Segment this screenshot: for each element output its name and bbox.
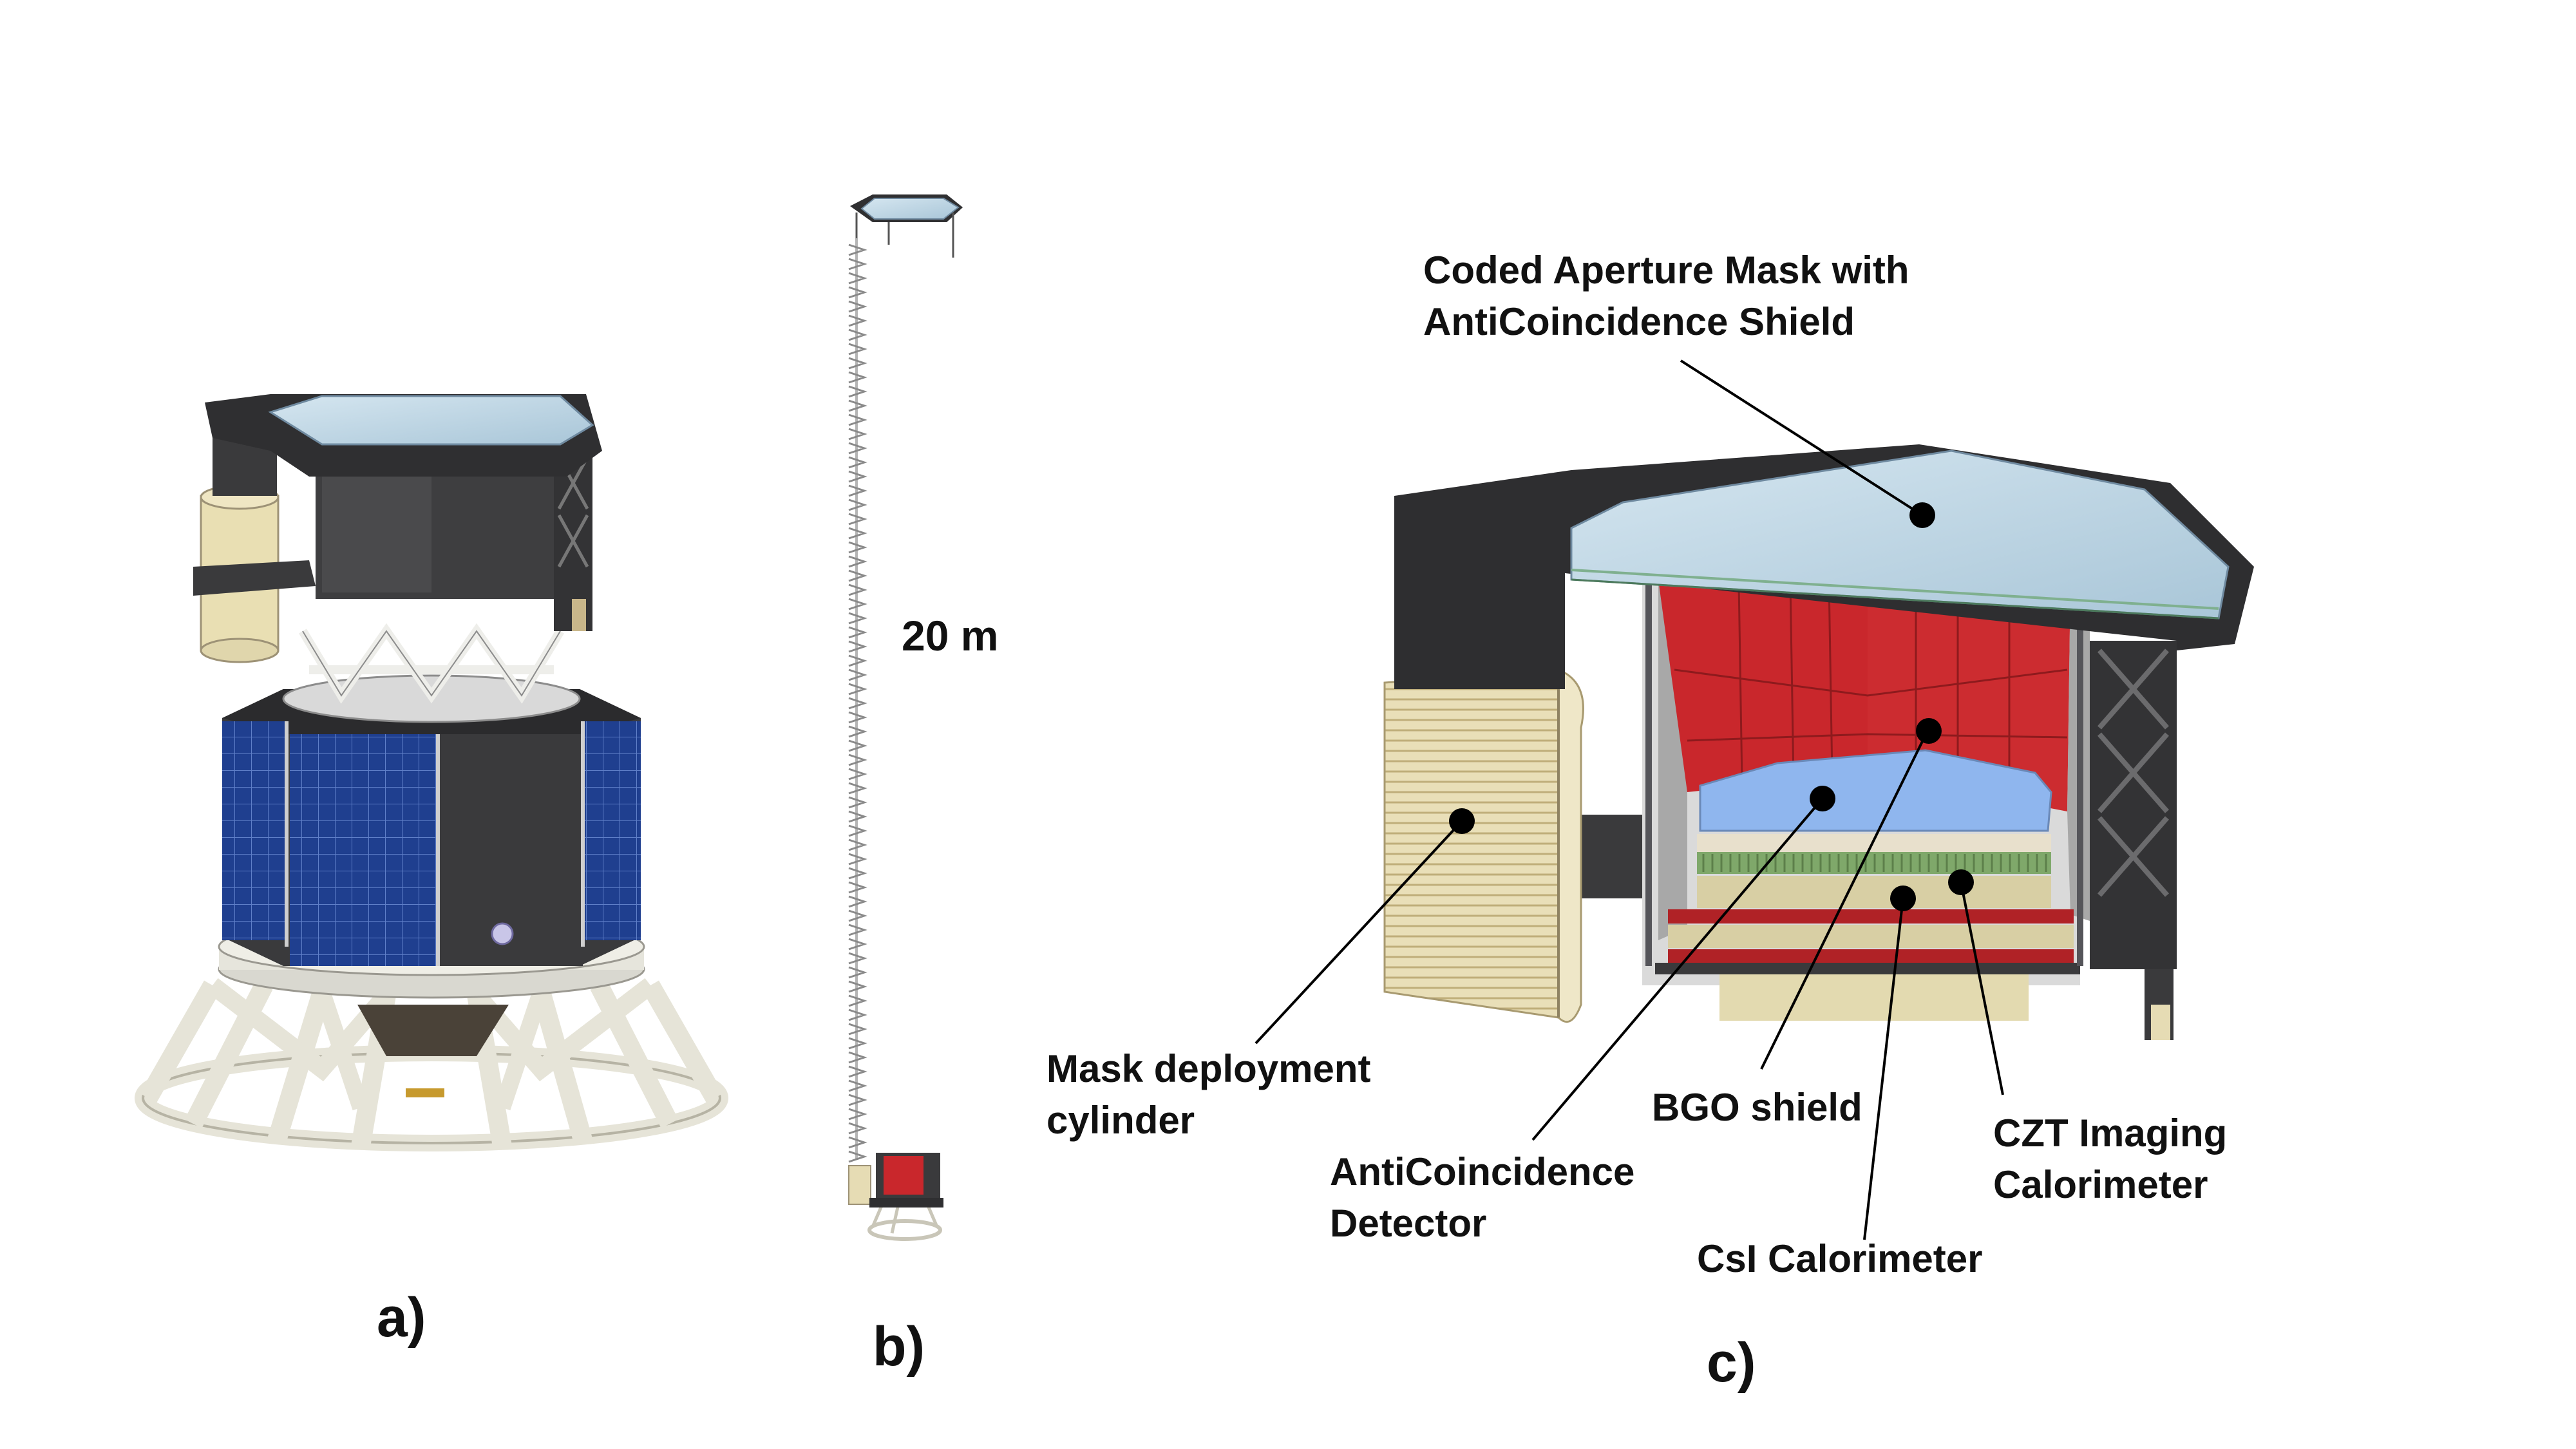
panel-b-deployed-configuration: 20 m b) <box>848 194 998 1378</box>
label-coded-mask-line1: Coded Aperture Mask with <box>1423 249 1909 292</box>
launch-adapter-truss <box>135 978 728 1151</box>
mask-deployment-cylinder-c <box>1383 668 1584 1023</box>
dot-czt <box>1948 869 1974 895</box>
dot-bgo <box>1916 718 1942 744</box>
deployed-mask <box>850 194 963 258</box>
coded-mask-plate-a <box>268 395 594 446</box>
boom-length-label: 20 m <box>902 612 998 659</box>
solar-panel-front <box>290 734 438 966</box>
dot-acd <box>1810 786 1835 811</box>
panel-b-label: b) <box>873 1316 925 1378</box>
panel-c-instrument-cutaway: Coded Aperture Mask with AntiCoincidence… <box>1046 249 2254 1394</box>
spacecraft-bus <box>222 689 641 966</box>
panel-a-label: a) <box>377 1287 426 1349</box>
csi-layer <box>1697 876 2051 908</box>
callout-leaders <box>1255 359 2004 1240</box>
coded-aperture-mask-assembly <box>1394 444 2254 689</box>
mask-support-structure <box>193 394 602 631</box>
label-coded-mask-line2: AntiCoincidence Shield <box>1423 300 1855 343</box>
detector-housing <box>1642 573 2090 1021</box>
label-mask-cylinder-line1: Mask deployment <box>1046 1047 1370 1090</box>
panel-c-label: c) <box>1707 1332 1756 1394</box>
dot-mask-cylinder <box>1449 808 1475 834</box>
label-czt-line1: CZT Imaging <box>1993 1112 2227 1155</box>
callout-dots <box>1449 502 1974 911</box>
acd-plate <box>1699 749 2052 832</box>
dot-coded-mask <box>1909 502 1935 528</box>
label-acd-line1: AntiCoincidence <box>1330 1150 1634 1193</box>
label-acd-line2: Detector <box>1330 1202 1486 1245</box>
dot-csi <box>1890 886 1916 911</box>
right-support-frame <box>2090 641 2177 1040</box>
label-csi: CsI Calorimeter <box>1697 1237 1983 1280</box>
czt-layer <box>1697 834 2051 852</box>
deployment-truss <box>282 623 581 723</box>
solar-panel-left <box>222 721 287 940</box>
panel-a-full-spacecraft: a) <box>135 394 728 1349</box>
label-bgo: BGO shield <box>1652 1086 1862 1129</box>
solar-panel-right <box>583 721 641 940</box>
deployed-spacecraft <box>848 1153 943 1241</box>
deployable-boom <box>848 238 867 1163</box>
label-mask-cylinder-line2: cylinder <box>1046 1099 1195 1142</box>
label-czt-line2: Calorimeter <box>1993 1163 2208 1206</box>
